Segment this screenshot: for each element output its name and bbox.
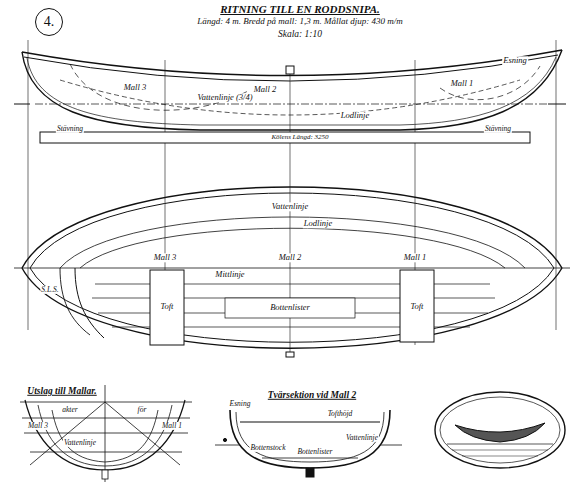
line-name: Vattenlinje [271, 202, 309, 211]
projection-lines [28, 40, 556, 352]
part-name: Bottenstock [250, 444, 287, 452]
line-name: Vattenlinje [63, 439, 97, 447]
part-name: Esning [502, 56, 528, 65]
part-name: S.L.S. [40, 286, 59, 294]
section-title: Tvärsektion vid Mall 2 [267, 390, 357, 400]
mould-name: Mall 1 [450, 79, 474, 88]
mould-name: Mall 2 [278, 253, 302, 262]
sheet-number: 4. [44, 14, 55, 30]
cross-section [215, 410, 402, 477]
mould-name: Mall 1 [403, 253, 427, 262]
line-name: Vattenlinje (3/4) [196, 93, 253, 102]
mould-name: Mall 3 [153, 253, 177, 262]
part-name: Bottenlister [297, 448, 334, 456]
dimension: Kölens Längd: 3250 [270, 134, 329, 142]
dimensions-note: Längd: 4 m. Bredd på mall: 1,3 m. Mållat… [196, 17, 404, 27]
part-name: Toft [160, 302, 175, 311]
part-name: Stävning [56, 125, 84, 133]
part-name: Esning [229, 400, 252, 408]
mould-name: Mall 2 [253, 85, 277, 94]
mould-name: Mall 3 [123, 83, 147, 92]
line-name: Lodlinje [303, 219, 333, 228]
direction-label: för [137, 406, 148, 414]
scale-note: Skala: 1:10 [277, 29, 323, 39]
sheet-number-circle: 4. [35, 8, 63, 36]
plan-view [14, 187, 570, 357]
part-name: Bottenlister [269, 303, 311, 312]
boat-vignette [435, 392, 565, 468]
mould-name: Mall 3 [27, 422, 49, 430]
line-name: Lodlinje [340, 111, 370, 120]
line-name: Mittlinje [214, 270, 245, 279]
line-name: Vattenlinje [345, 434, 379, 442]
profile-view [14, 50, 566, 143]
part-name: Tofthöjd [327, 410, 354, 418]
section-title: Utslag till Mallar. [26, 386, 97, 396]
part-name: Toft [410, 302, 425, 311]
part-name: Stävning [484, 125, 512, 133]
drawing-title: RITNING TILL EN RODDSNIPA. [218, 3, 382, 15]
mould-name: Mall 1 [161, 422, 183, 430]
direction-label: akter [61, 406, 78, 414]
body-plan [20, 385, 192, 482]
